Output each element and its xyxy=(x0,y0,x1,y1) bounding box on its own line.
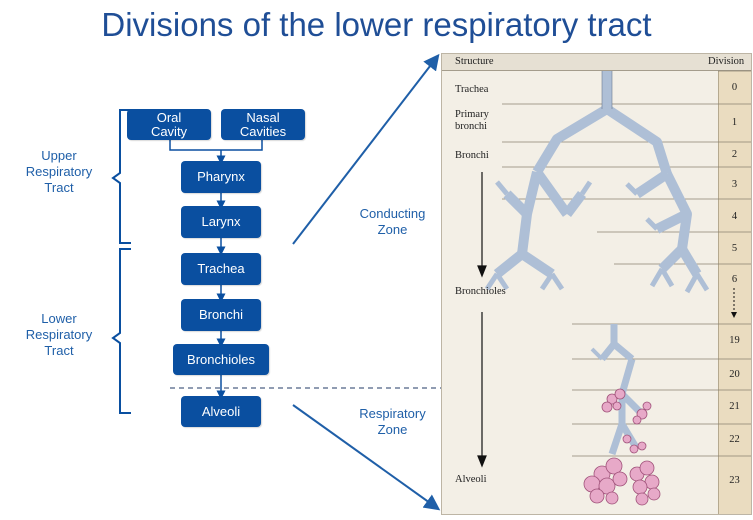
respiratory-zone-label: Respiratory Zone xyxy=(359,406,426,437)
page-title: Divisions of the lower respiratory tract xyxy=(101,6,652,43)
airway-division-panel: Structure Division xyxy=(441,53,752,515)
division-number: 23 xyxy=(729,475,740,486)
division-number: 4 xyxy=(731,211,738,222)
division-number: 2 xyxy=(731,149,738,160)
structure-bronchioles: Bronchioles xyxy=(455,286,506,297)
lower-respiratory-label: Lower Respiratory Tract xyxy=(25,311,93,358)
upper-respiratory-label: Upper Respiratory Tract xyxy=(25,148,93,195)
panel-header xyxy=(442,54,751,71)
bronchi-box: Bronchi xyxy=(181,299,261,331)
conducting-zone-label: Conducting Zone xyxy=(359,206,426,237)
structure-bronchi: Bronchi xyxy=(455,150,489,161)
airway-tree-illustration xyxy=(477,70,751,506)
division-number: 20 xyxy=(729,369,740,380)
division-number: 5 xyxy=(731,243,738,254)
division-number: 6 xyxy=(731,274,738,285)
division-number: 3 xyxy=(731,179,738,190)
alveoli-box: Alveoli xyxy=(181,396,261,427)
division-number: 21 xyxy=(729,401,740,412)
oral-cavity-box: Oral Cavity xyxy=(127,109,211,140)
division-number: 0 xyxy=(731,82,738,93)
structure-trachea: Trachea xyxy=(455,84,489,95)
trachea-box: Trachea xyxy=(181,253,261,285)
division-number: 1 xyxy=(731,117,738,128)
nasal-cavities-box: Nasal Cavities xyxy=(221,109,305,140)
structure-primary-bronchi: Primary bronchi xyxy=(455,109,489,132)
division-number: 19 xyxy=(729,335,740,346)
bronchioles-box: Bronchioles xyxy=(173,344,269,375)
structure-header: Structure xyxy=(455,56,494,67)
larynx-box: Larynx xyxy=(181,206,261,238)
pharynx-box: Pharynx xyxy=(181,161,261,193)
division-header: Division xyxy=(708,56,745,67)
division-number: 22 xyxy=(729,434,740,445)
structure-alveoli: Alveoli xyxy=(455,474,487,485)
